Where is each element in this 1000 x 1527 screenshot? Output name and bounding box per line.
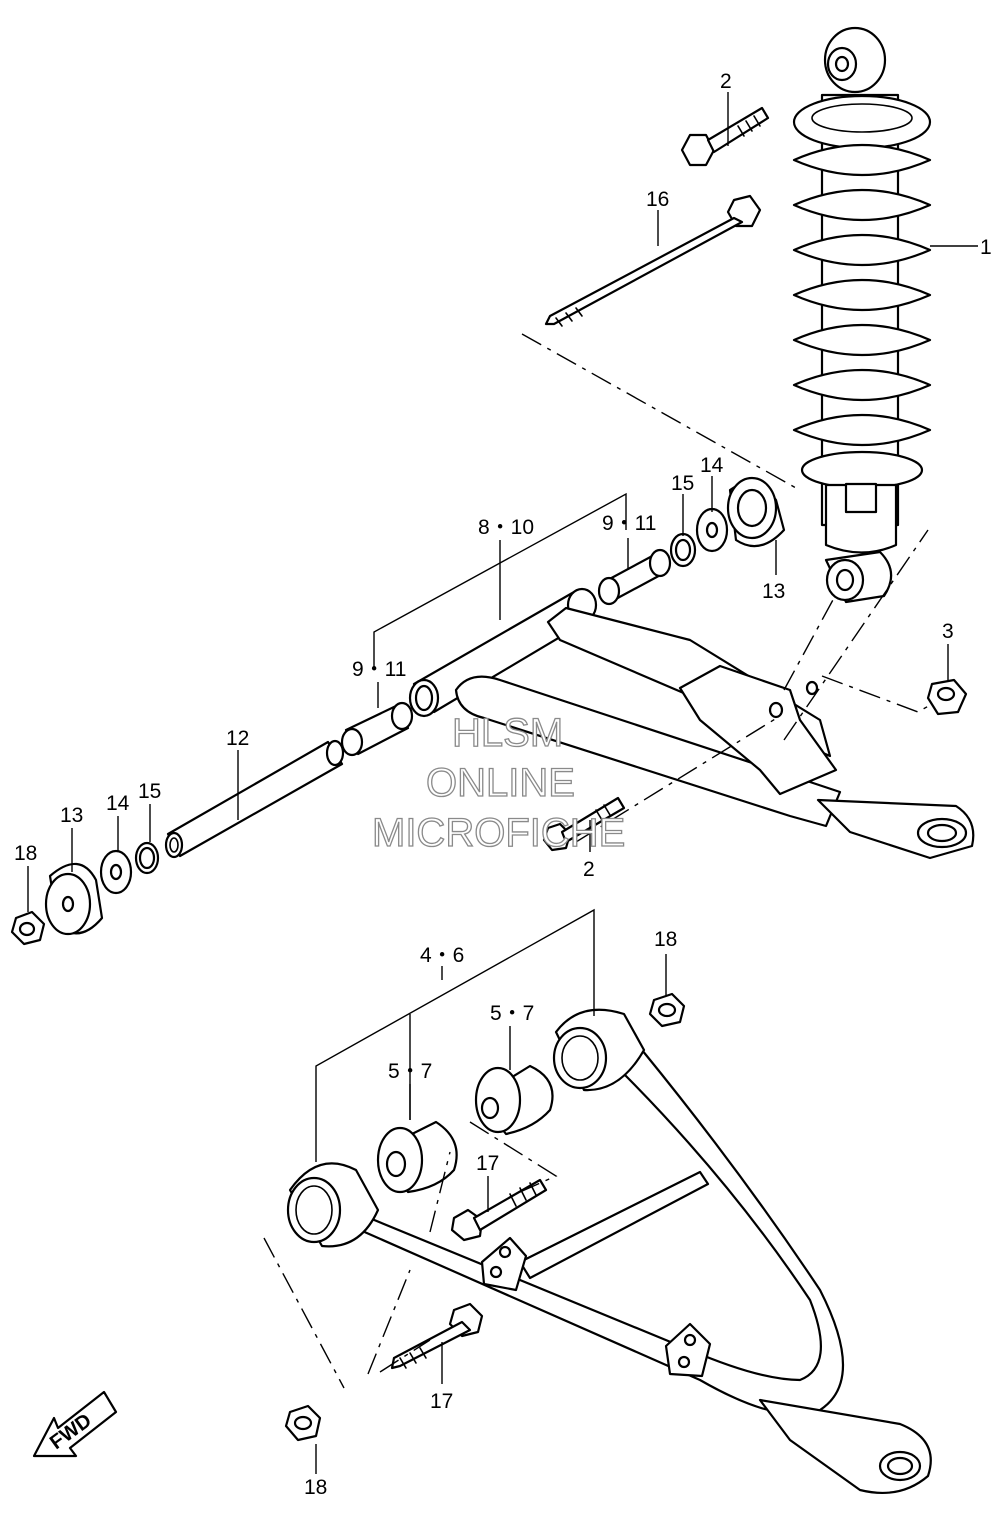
- leader-lines: [27, 92, 978, 1474]
- bushing-cup-13-right[interactable]: [726, 476, 786, 548]
- callout-2-mid: 2: [583, 858, 595, 881]
- watermark: HLSM ONLINE MICROFICHE: [371, 710, 626, 855]
- callout-5-7-left: 5・7: [388, 1060, 432, 1083]
- bush-9-11-right[interactable]: [597, 548, 672, 606]
- spacer-15-left[interactable]: [134, 841, 160, 875]
- upper-arm[interactable]: [408, 587, 975, 860]
- sleeve-12[interactable]: [164, 739, 345, 859]
- callout-13-right: 13: [762, 580, 785, 603]
- lower-arm[interactable]: [286, 1008, 932, 1494]
- bolt-17-lower[interactable]: [390, 1302, 484, 1370]
- bushing-cup-13-left[interactable]: [44, 862, 104, 936]
- callout-5-7-right: 5・7: [490, 1002, 534, 1025]
- callout-1: 1: [980, 236, 992, 259]
- bushing-5-7-left[interactable]: [376, 1120, 458, 1194]
- callout-4-6: 4・6: [420, 944, 464, 967]
- callout-15-right: 15: [671, 472, 694, 495]
- watermark-line-1: HLSM: [452, 711, 563, 755]
- nut-18-right[interactable]: [648, 992, 686, 1028]
- bushing-5-7-right[interactable]: [474, 1064, 554, 1136]
- fwd-arrow-icon: [32, 1390, 118, 1458]
- shock-absorber[interactable]: [792, 26, 932, 604]
- bolt-2-top[interactable]: [680, 106, 770, 167]
- long-bolt-16[interactable]: [544, 194, 762, 327]
- callout-3: 3: [942, 620, 954, 643]
- washer-14-left[interactable]: [99, 849, 133, 895]
- callout-18-left: 18: [14, 842, 37, 865]
- nut-18-left[interactable]: [10, 910, 46, 946]
- callout-16: 16: [646, 188, 669, 211]
- callout-8-10: 8・10: [478, 516, 534, 539]
- watermark-line-2: ONLINE: [426, 761, 575, 805]
- callout-14-right: 14: [700, 454, 724, 477]
- callout-18-bottom: 18: [304, 1476, 327, 1499]
- callout-labels: 1 2 16 13 14 15 9・11 8・10 9・11 12 15 14 …: [14, 70, 992, 1499]
- bolt-17-upper[interactable]: [450, 1178, 548, 1242]
- callout-9-11-right: 9・11: [602, 512, 656, 535]
- nut-18-bottom[interactable]: [284, 1404, 322, 1442]
- bush-9-11-left[interactable]: [340, 701, 414, 757]
- callout-14-left: 14: [106, 792, 130, 815]
- bolt-2-middle[interactable]: [542, 796, 626, 852]
- spacer-15-right[interactable]: [669, 532, 697, 568]
- callout-17-lower: 17: [430, 1390, 453, 1413]
- callout-2-top: 2: [720, 70, 732, 93]
- callout-18-right: 18: [654, 928, 677, 951]
- callout-15-left: 15: [138, 780, 161, 803]
- nut-3[interactable]: [926, 678, 968, 716]
- callout-9-11-left: 9・11: [352, 658, 406, 681]
- callout-13-left: 13: [60, 804, 83, 827]
- callout-17-upper: 17: [476, 1152, 499, 1175]
- callout-12: 12: [226, 727, 249, 750]
- washer-14-right[interactable]: [695, 507, 729, 553]
- watermark-line-3: MICROFICHE: [372, 811, 625, 855]
- fwd-direction-badge: FWD: [32, 1390, 118, 1458]
- assembly-dashed-lines: [263, 333, 933, 1389]
